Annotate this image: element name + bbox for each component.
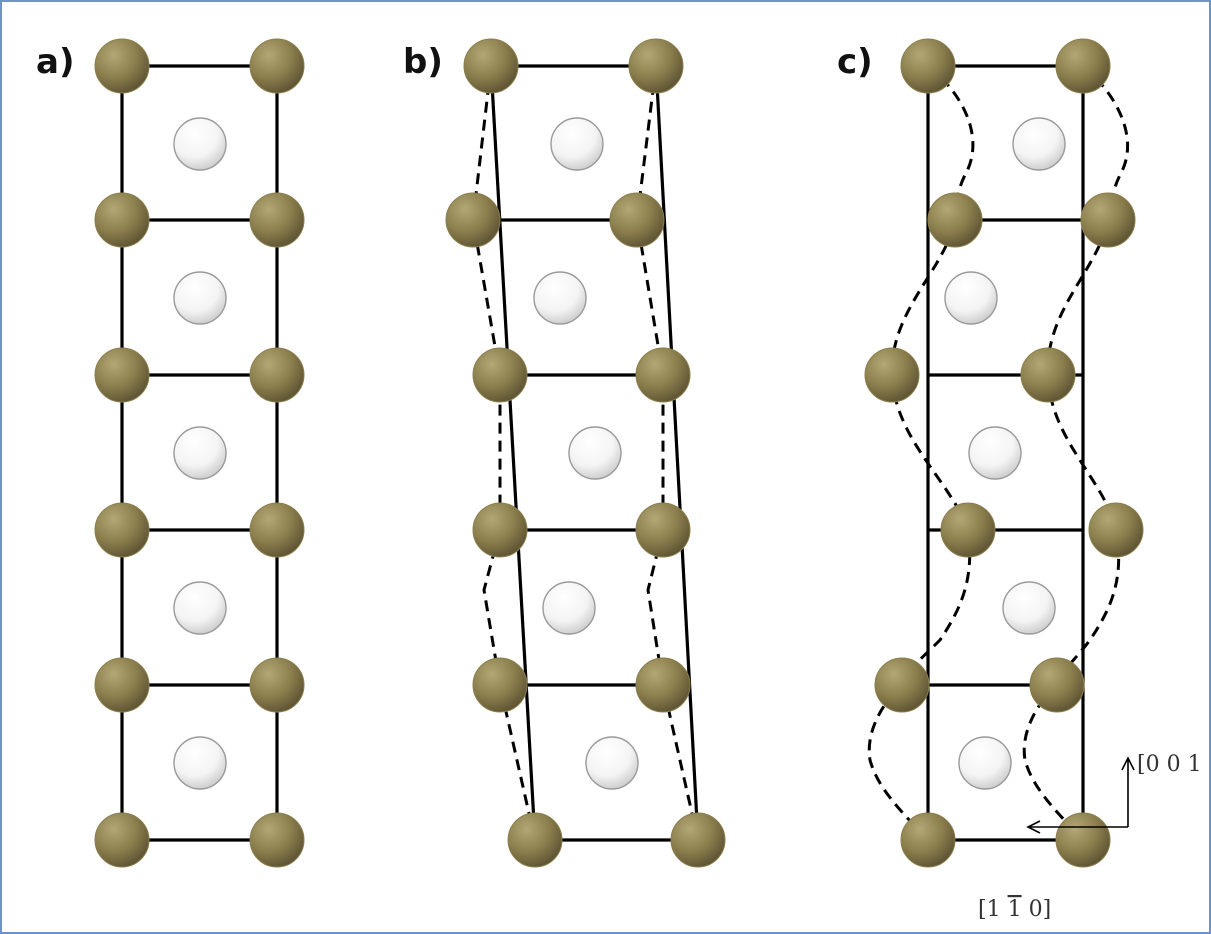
panel-b-heavy-atom-left-0	[463, 38, 519, 94]
panel-b-left-column-bond	[489, 65, 537, 841]
panel-c-right-wave	[1022, 64, 1130, 842]
panel-c-heavy-atom-left-5	[900, 812, 956, 868]
axis-label-001: [0 0 1	[1137, 752, 1202, 777]
panel-b-light-atom-2	[568, 426, 622, 480]
panel-b-heavy-atom-right-2	[635, 347, 691, 403]
displacement-waves	[471, 64, 1130, 842]
panel-c-heavy-atom-left-1	[927, 192, 983, 248]
panel-a-heavy-atom-left-2	[94, 347, 150, 403]
panel-a-heavy-atom-right-0	[249, 38, 305, 94]
panel-label-a: a)	[36, 42, 74, 82]
panel-a-heavy-atom-left-3	[94, 502, 150, 558]
panel-c-heavy-atom-right-5	[1055, 812, 1111, 868]
panel-a-heavy-atom-left-5	[94, 812, 150, 868]
panel-b-heavy-atom-right-3	[635, 502, 691, 558]
panel-b-light-atom-3	[542, 581, 596, 635]
panel-a-heavy-atom-right-2	[249, 347, 305, 403]
panel-b-right-column-bond	[654, 65, 700, 841]
panel-a-light-atom-1	[173, 271, 227, 325]
panel-c-heavy-atom-left-2	[864, 347, 920, 403]
axis-label-1-10-bar: 1	[1008, 897, 1022, 922]
panel-b-heavy-atom-right-4	[635, 657, 691, 713]
panel-a-heavy-atom-left-0	[94, 38, 150, 94]
panel-a-light-atom-2	[173, 426, 227, 480]
panel-c-light-atom-1	[944, 271, 998, 325]
atoms	[94, 38, 1144, 868]
panel-b-light-atom-0	[550, 117, 604, 171]
panel-b-heavy-atom-left-5	[507, 812, 563, 868]
panel-a-heavy-atom-right-4	[249, 657, 305, 713]
panel-label-b: b)	[403, 42, 443, 82]
panel-b-light-atom-1	[533, 271, 587, 325]
panel-c-heavy-atom-right-3	[1088, 502, 1144, 558]
panel-c-light-atom-3	[1002, 581, 1056, 635]
panel-c-heavy-atom-left-0	[900, 38, 956, 94]
panel-c-light-atom-0	[1012, 117, 1066, 171]
panel-b-right-wave	[635, 65, 700, 841]
panel-c-heavy-atom-right-2	[1020, 347, 1076, 403]
panel-b-heavy-atom-left-2	[472, 347, 528, 403]
axis-label-1-10-suffix: 0]	[1022, 897, 1052, 922]
panel-b-light-atom-4	[585, 736, 639, 790]
panel-c-heavy-atom-left-4	[874, 657, 930, 713]
panel-c-heavy-atom-right-1	[1080, 192, 1136, 248]
axis-arrow-vertical	[1121, 756, 1135, 827]
panel-b-heavy-atom-right-0	[628, 38, 684, 94]
panel-b-left-wave	[471, 65, 537, 841]
panel-a-heavy-atom-right-1	[249, 192, 305, 248]
panel-a-light-atom-3	[173, 581, 227, 635]
panel-c-heavy-atom-left-3	[940, 502, 996, 558]
panel-a-light-atom-0	[173, 117, 227, 171]
panel-b-heavy-atom-right-5	[670, 812, 726, 868]
panel-b-heavy-atom-left-4	[472, 657, 528, 713]
panel-b-heavy-atom-left-3	[472, 502, 528, 558]
axis-indicator: [0 0 1 [1 1 0]	[978, 752, 1202, 922]
axis-arrow-horizontal	[1026, 820, 1128, 834]
panel-b-heavy-atom-left-1	[445, 192, 501, 248]
axis-label-1-10: [1 1 0]	[978, 897, 1051, 922]
panel-c-light-atom-2	[968, 426, 1022, 480]
panel-a-heavy-atom-left-4	[94, 657, 150, 713]
panel-label-c: c)	[837, 42, 873, 82]
panel-c-light-atom-4	[958, 736, 1012, 790]
panel-a-light-atom-4	[173, 736, 227, 790]
panel-c-heavy-atom-right-0	[1055, 38, 1111, 94]
panel-b-heavy-atom-right-1	[609, 192, 665, 248]
panel-a-heavy-atom-left-1	[94, 192, 150, 248]
panel-a-heavy-atom-right-5	[249, 812, 305, 868]
panel-a-heavy-atom-right-3	[249, 502, 305, 558]
panel-c-heavy-atom-right-4	[1029, 657, 1085, 713]
axis-label-1-10-prefix: [1	[978, 897, 1008, 922]
panel-c-left-wave	[867, 64, 975, 842]
